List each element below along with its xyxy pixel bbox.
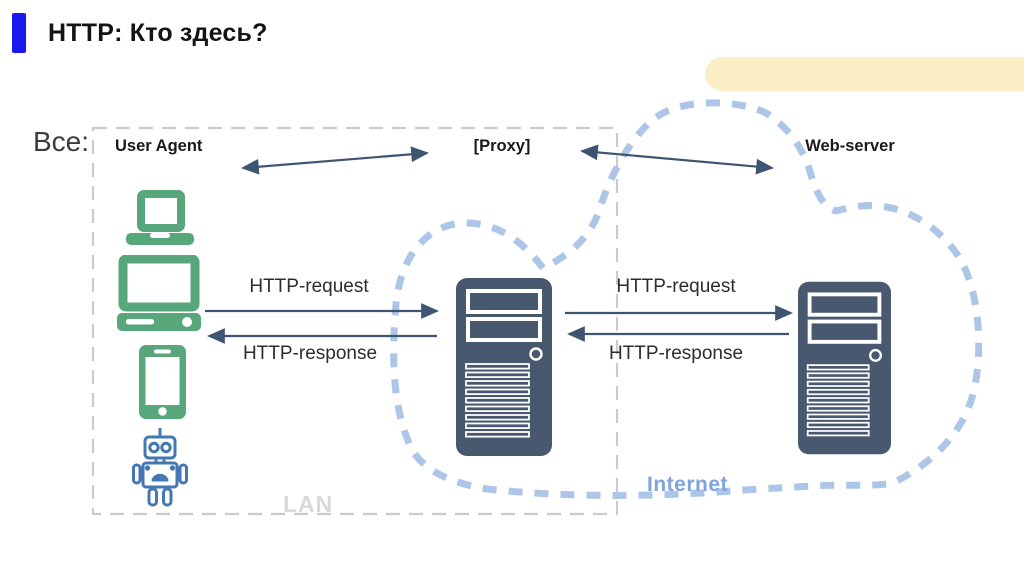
desktop-icon xyxy=(117,255,201,331)
title-accent-bar xyxy=(12,13,26,53)
proxy-server-icon xyxy=(456,278,552,456)
internet-request-label: HTTP-request xyxy=(616,276,736,297)
web-server-label: Web-server xyxy=(805,137,895,155)
all-prefix-label: Все: xyxy=(33,126,90,157)
smartphone-icon xyxy=(139,345,186,419)
user-agent-proxy-arrow xyxy=(241,146,429,175)
proxy-label: [Proxy] xyxy=(473,137,531,155)
robot-icon xyxy=(132,428,188,507)
internet-zone-label: Internet xyxy=(647,473,729,496)
page-title: HTTP: Кто здесь? xyxy=(48,19,268,47)
web-server-icon xyxy=(798,281,891,455)
internet-response-label: HTTP-response xyxy=(608,343,744,364)
user-agent-label: User Agent xyxy=(115,137,203,155)
lan-boundary xyxy=(91,126,619,516)
laptop-icon xyxy=(126,190,194,245)
proxy-web-server-arrow xyxy=(580,144,774,175)
lan-zone-label: LAN xyxy=(283,491,334,517)
highlight-pill xyxy=(705,57,1024,91)
lan-request-label: HTTP-request xyxy=(249,276,369,297)
lan-response-label: HTTP-response xyxy=(242,343,378,364)
internet-cloud-outline xyxy=(390,99,983,499)
